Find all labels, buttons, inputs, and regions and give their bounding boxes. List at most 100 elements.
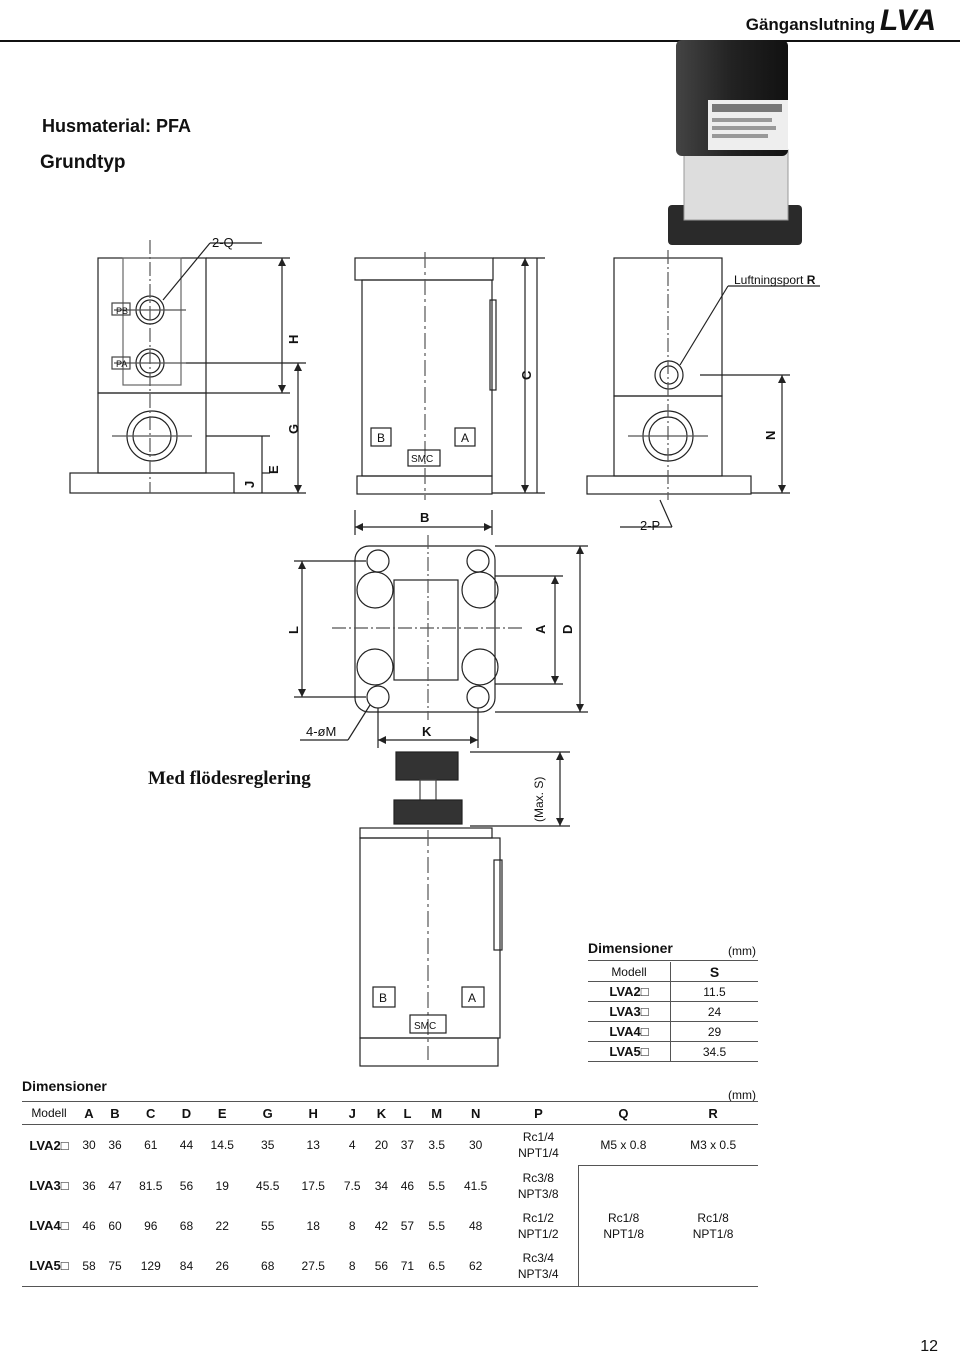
main-table-title: Dimensioner [22,1078,107,1094]
label-smc-flow: SMC [414,1021,436,1032]
cell: 36 [108,1138,122,1153]
cell: 42 [374,1218,389,1233]
cell: 13 [306,1138,320,1153]
cell: 129 [128,1245,174,1287]
p-rc: Rc1/2 [522,1210,554,1225]
p-npt: NPT1/4 [518,1146,559,1161]
cell: 61 [144,1138,158,1153]
header-cell: J [335,1102,369,1125]
cell: 19 [215,1178,229,1193]
label-h: H [286,335,301,344]
cell: 46 [400,1178,415,1193]
label-g: G [286,424,301,434]
top-view [294,535,588,748]
p-npt: NPT3/8 [517,1186,559,1201]
cell: 45.5 [256,1178,280,1193]
flow-control-heading: Med flödesreglering [148,768,311,789]
header-cell: D [173,1102,200,1125]
label-port-a: A [461,431,469,445]
row-model: LVA3□ [29,1178,69,1193]
cell: 8 [335,1245,369,1287]
cell: 8 [348,1218,356,1233]
q-large-npt: NPT1/8 [603,1226,644,1241]
r-large-npt: NPT1/8 [692,1226,734,1241]
cell: 36 [82,1178,96,1193]
product-photo [668,40,802,245]
cell: 41.5 [463,1178,488,1193]
page-header: Gänganslutning LVA [746,4,936,38]
cell: 68 [244,1245,291,1287]
col-s: S [670,962,758,982]
label-max-s: (Max. S) [532,777,546,822]
cell: 5.5 [428,1218,445,1233]
table-row: LVA5□ 58 75 129 84 26 68 27.5 8 56 71 6.… [22,1245,758,1287]
cell: 56 [179,1178,194,1193]
header-cell: K [368,1102,395,1125]
small-table-rule [588,960,758,961]
front-view-center [354,252,545,535]
table-row: LVA4□ 46 60 96 68 22 55 18 8 42 57 5.5 4… [22,1206,758,1246]
cell: 30 [82,1138,96,1153]
cell: 35 [261,1138,275,1153]
q-small: M5 x 0.8 [578,1124,669,1166]
row-model: LVA4□ [588,1021,671,1042]
label-2p: 2-P [640,518,660,533]
basic-type-heading: Grundtyp [40,152,126,173]
cell: 46 [82,1218,96,1233]
row-s: 29 [670,1021,758,1042]
q-large-rc: Rc1/8 [607,1210,640,1225]
header-cell: B [102,1102,128,1125]
row-s: 34.5 [670,1041,758,1062]
cell: 62 [452,1245,499,1287]
header-cell: C [128,1102,174,1125]
cell: 47 [108,1178,122,1193]
row-model: LVA2□ [29,1137,69,1153]
cell: 75 [102,1245,128,1287]
table-row: LVA2□ 30 36 61 44 14.5 35 13 4 20 37 3.5… [22,1124,758,1166]
row-model: LVA4□ [29,1218,69,1233]
label-l: L [286,626,301,634]
header-cell: Q [578,1102,669,1125]
cell: 58 [76,1245,102,1287]
cell: 84 [173,1245,200,1287]
label-n: N [763,431,778,440]
label-k: K [422,724,432,739]
header-cell: H [290,1102,336,1125]
header-cell: E [199,1102,245,1125]
cell: 60 [108,1218,122,1233]
main-table-unit: (mm) [728,1088,756,1102]
label-b-dim: B [420,510,429,525]
cell: 26 [199,1245,245,1287]
label-pa: PA [116,359,127,369]
col-model: Modell [588,962,671,982]
cell: 5.5 [428,1178,445,1193]
row-s: 11.5 [670,981,758,1002]
cell: 30 [468,1138,483,1153]
label-a-dim: A [533,624,548,634]
label-air-port-text: Luftningsport [734,273,804,287]
p-npt: NPT1/2 [517,1226,559,1241]
p-rc: Rc3/4 [522,1250,554,1265]
cell: 14.5 [210,1138,234,1153]
header-prefix: Gänganslutning [745,15,876,34]
cell: 37 [400,1138,415,1153]
header-brand: LVA [879,4,936,37]
label-j: J [242,481,257,488]
cell: 71 [394,1245,421,1287]
r-small: M3 x 0.5 [668,1124,758,1166]
cell: 4 [348,1138,356,1153]
cell: 7.5 [343,1178,361,1193]
cell: 27.5 [290,1245,336,1287]
cell: 68 [179,1218,194,1233]
cell: 18 [306,1218,320,1233]
cell: 44 [179,1138,194,1153]
label-port-b: B [377,431,385,445]
cell: 20 [374,1138,389,1153]
label-c: C [519,370,534,380]
side-view-right [586,250,820,528]
cell: 48 [468,1218,483,1233]
main-table-rule [22,1101,758,1102]
